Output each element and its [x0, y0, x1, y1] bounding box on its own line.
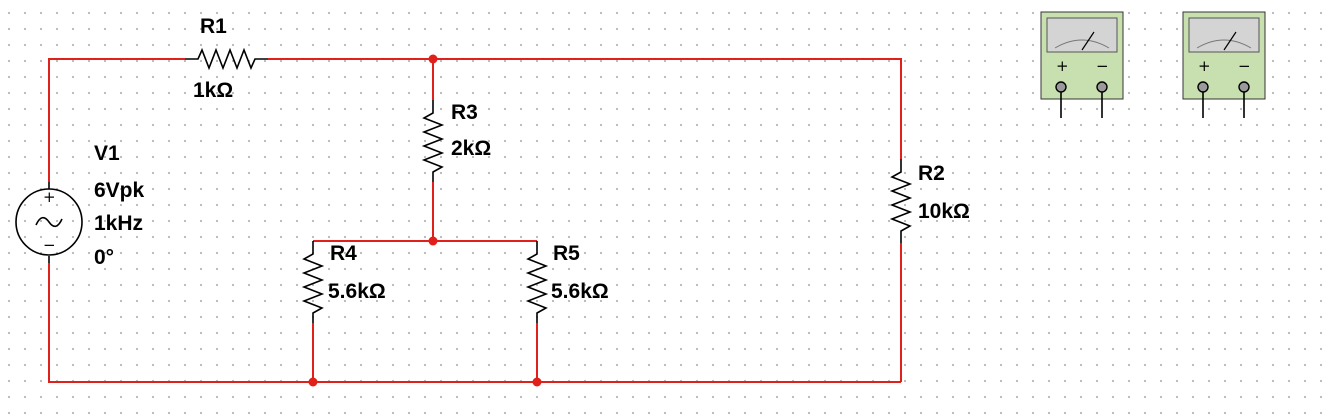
resistor-icon	[301, 241, 325, 323]
resistor-r5[interactable]	[525, 241, 549, 323]
v1-frequency-label: 1kHz	[94, 212, 143, 235]
meter-minus-sign: −	[1096, 57, 1109, 75]
meter-plus-terminal[interactable]	[1055, 81, 1067, 93]
r5-name-label: R5	[553, 242, 580, 265]
junctions	[308, 54, 542, 387]
r4-name-label: R4	[330, 242, 357, 265]
resistor-icon	[889, 159, 913, 243]
v1-phase-label: 0°	[94, 246, 114, 269]
meter-plus-terminal[interactable]	[1197, 81, 1209, 93]
v1-amplitude-label: 6Vpk	[94, 179, 145, 202]
resistor-r3[interactable]	[421, 100, 445, 182]
voltmeter-2[interactable]: + −	[1182, 11, 1266, 118]
r5-value-label: 5.6kΩ	[551, 280, 609, 303]
ac-source-v1[interactable]: + −	[15, 182, 83, 263]
r2-name-label: R2	[918, 162, 945, 185]
junction-mid	[428, 236, 438, 246]
resistor-r1[interactable]	[185, 47, 268, 71]
resistor-r2[interactable]	[889, 159, 913, 243]
r3-name-label: R3	[451, 101, 478, 124]
junction-top	[428, 54, 438, 64]
r3-value-label: 2kΩ	[451, 137, 491, 160]
meter-minus-terminal[interactable]	[1238, 81, 1250, 93]
v1-name-label: V1	[94, 142, 120, 165]
resistor-icon	[185, 47, 268, 71]
meter-plus-sign: +	[1056, 57, 1069, 75]
sine-wave-icon	[35, 216, 63, 228]
r1-value-label: 1kΩ	[193, 79, 233, 102]
wires	[48, 58, 902, 383]
r2-value-label: 10kΩ	[918, 200, 970, 223]
meter-plus-sign: +	[1198, 57, 1211, 75]
v1-plus-sign: +	[43, 188, 56, 206]
wire-bottom[interactable]	[48, 263, 901, 383]
r1-name-label: R1	[200, 15, 227, 38]
v1-minus-sign: −	[43, 236, 56, 254]
junction-bottom-r4	[308, 377, 318, 387]
meter-minus-terminal[interactable]	[1096, 81, 1108, 93]
wire-top-right[interactable]	[268, 58, 902, 159]
resistor-icon	[525, 241, 549, 323]
voltmeter-1[interactable]: + −	[1040, 11, 1124, 118]
resistor-r4[interactable]	[301, 241, 325, 323]
ac-source-icon	[15, 188, 83, 256]
junction-bottom-r5	[532, 377, 542, 387]
r4-value-label: 5.6kΩ	[328, 280, 386, 303]
meter-minus-sign: −	[1238, 57, 1251, 75]
resistor-icon	[421, 100, 445, 182]
wire-top-left[interactable]	[48, 58, 185, 182]
